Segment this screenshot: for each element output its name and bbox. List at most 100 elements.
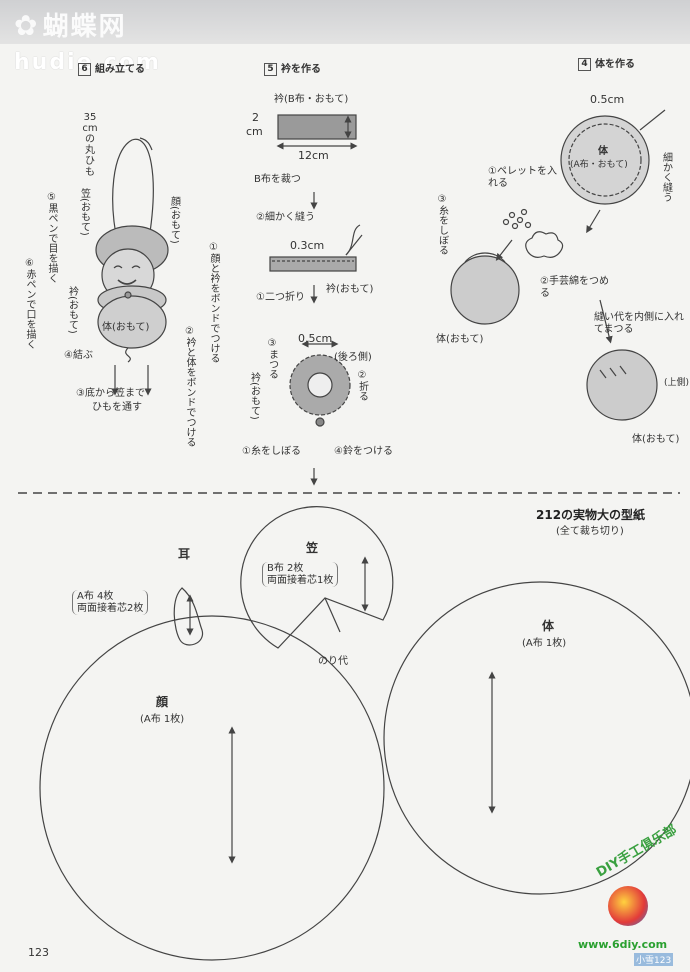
- step4-title: 体を作る: [595, 59, 635, 70]
- hat-label: 笠(おもて): [78, 188, 90, 236]
- pull-label: ①糸をしぼる: [242, 446, 301, 457]
- glue1-label: ①顔と衿をボンドでつける: [208, 242, 219, 363]
- fold2-label: ②折る: [356, 370, 368, 401]
- watermark-site-cn: 蝴蝶网: [42, 12, 127, 42]
- body-pattern: [383, 581, 690, 895]
- tie-label: ④結ぶ: [64, 350, 93, 361]
- pellet-arrow: [495, 239, 513, 261]
- collar-strip: [277, 114, 357, 140]
- hat-pattern: [240, 506, 394, 649]
- fold-label: ①二つ折り: [256, 292, 305, 303]
- ear-note-1: A布 4枚: [77, 591, 114, 602]
- arrow-to-final: [599, 299, 613, 344]
- body-circle-sublabel: (A布・おもて): [570, 160, 628, 170]
- collar-face-label: 衿(おもて): [326, 284, 374, 295]
- hat-note-2: 両面接着芯1枚: [267, 574, 334, 586]
- body-seam: [568, 123, 642, 197]
- body-circle: [560, 115, 650, 205]
- stuff-label: ②手芸綿をつめる: [540, 276, 609, 299]
- body-note: (A布 1枚): [522, 638, 567, 649]
- logo-emblem-icon: [608, 886, 648, 926]
- mouth-label: ⑥赤ペンで口を描く: [24, 258, 35, 349]
- pellet-label: ①ペレットを入れる: [488, 166, 557, 189]
- logo-url: www.6diy.com: [578, 938, 668, 951]
- step4-number: 4: [578, 57, 591, 71]
- arrow-to-stuffing: [586, 209, 601, 234]
- face-pattern: [39, 615, 385, 961]
- flower-icon: ✿: [14, 9, 38, 42]
- collar-bell: [315, 417, 325, 427]
- stuffed-body: [450, 255, 520, 325]
- body-needle: [639, 109, 666, 131]
- cord-loop: [112, 138, 154, 246]
- step5-heading: 5 衿を作る: [264, 60, 321, 76]
- folded-strip: [269, 256, 357, 272]
- bell-label: ④鈴をつける: [334, 446, 393, 457]
- body-label: 体(おもて): [102, 322, 150, 333]
- logo-sub: 小雪123: [634, 953, 674, 966]
- step6-heading: 6 組み立てる: [78, 60, 145, 76]
- thread-label: ③底から笠まで: [76, 388, 145, 399]
- ear-note: A布 4枚 両面接着芯2枚: [72, 590, 149, 615]
- body-title: 体: [542, 619, 555, 633]
- cord-arrow: [139, 137, 153, 151]
- finished-stitches: [599, 365, 627, 379]
- final-body-label: 体(おもて): [632, 434, 680, 445]
- step5-title: 衿を作る: [281, 64, 321, 75]
- step4-heading: 4 体を作る: [578, 55, 635, 71]
- face-title: 顔: [156, 695, 169, 709]
- eyes-label: ⑤黒ペンで目を描く: [46, 192, 57, 283]
- ear-pattern: [173, 587, 204, 646]
- doll-eye-left: [113, 265, 123, 269]
- diy-club-logo: DIY手工俱乐部 www.6diy.com 小雪123: [578, 822, 686, 966]
- gather-label: ③まつる: [266, 338, 278, 379]
- hat-glue-label: のり代: [318, 656, 348, 667]
- watermark-logo: ✿ 蝴蝶网: [14, 6, 127, 43]
- hat-note-1: B布 2枚: [267, 563, 304, 574]
- seam-label: 0.3cm: [290, 239, 325, 252]
- glue2-label: ②衿と体をボンドでつける: [184, 326, 195, 447]
- ear-title: 耳: [178, 547, 191, 561]
- height-unit-label: cm: [246, 125, 263, 138]
- pull-thread-label: ③糸をしぼる: [436, 194, 448, 255]
- gathered-collar-center: [307, 372, 333, 398]
- doll-eye-right: [131, 265, 141, 269]
- header-band: [0, 0, 690, 44]
- tie-cord: [125, 347, 131, 363]
- body-circle-label: 体: [598, 146, 608, 157]
- sew-label: ②細かく縫う: [256, 212, 315, 223]
- height-number-label: 2: [252, 111, 259, 124]
- page-number: 123: [28, 946, 49, 959]
- step5-number: 5: [264, 62, 277, 76]
- body-seam-label: 0.5cm: [590, 93, 625, 106]
- collar-fabric-label: 衿(B布・おもて): [274, 94, 349, 105]
- seam2-label: 0.5cm: [298, 332, 333, 345]
- ear-note-2: 両面接着芯2枚: [77, 602, 144, 614]
- stuffed-body-label: 体(おもて): [436, 334, 484, 345]
- cord-length-label: 35 cm の 丸 ひ も: [82, 112, 98, 178]
- finished-body: [586, 349, 658, 421]
- doll-bell: [124, 291, 132, 299]
- hat-glue-margin: [324, 597, 341, 633]
- cut-label: B布を裁つ: [254, 174, 301, 185]
- body-sew-label: 細かく縫う: [660, 152, 672, 202]
- collar-vertical-label: 衿(おもて): [248, 372, 260, 420]
- doll-mouth: [117, 279, 137, 285]
- doll-body: [97, 295, 167, 349]
- hat-note: B布 2枚 両面接着芯1枚: [262, 562, 339, 587]
- tuck-label: 縫い代を内側に入れてまつる: [594, 312, 684, 335]
- hat-title: 笠: [306, 541, 319, 555]
- face-label: 顔(おもて): [168, 196, 180, 244]
- step6-title: 組み立てる: [95, 64, 145, 75]
- pattern-heading: 212の実物大の型紙: [536, 508, 646, 522]
- back-label: (後ろ側): [334, 352, 372, 363]
- thread-label-2: ひもを通す: [92, 402, 142, 413]
- width-label: 12cm: [298, 149, 329, 162]
- collar-label: 衿(おもて): [66, 286, 78, 334]
- needle-thread: [345, 224, 361, 256]
- pattern-subheading: (全て裁ち切り): [556, 526, 624, 537]
- top-side-label: (上側): [664, 378, 690, 388]
- step6-number: 6: [78, 62, 91, 76]
- cotton-cloud: [525, 231, 564, 258]
